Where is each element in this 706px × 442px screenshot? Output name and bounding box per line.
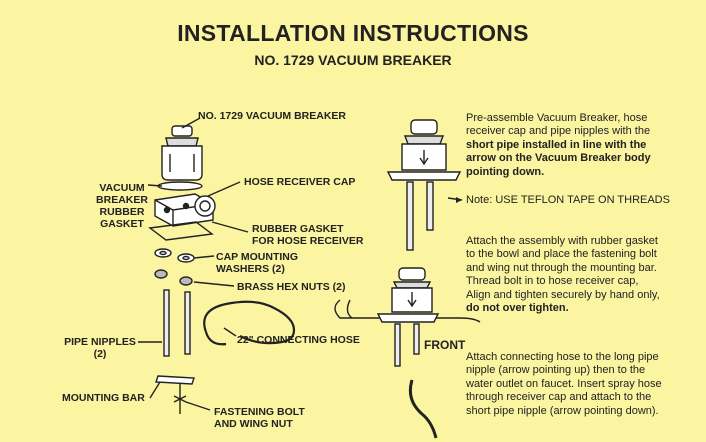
- step1-line-a: Pre-assemble Vacuum Breaker, hose: [466, 112, 648, 124]
- label-pipe-nipples-line1: PIPE NIPPLES: [64, 336, 136, 348]
- instruction-step-3: Attach connecting hose to the long pipe …: [466, 351, 702, 418]
- step2-line-c: and wing nut through the mounting bar.: [466, 261, 657, 274]
- label-rubber-gasket-hose-receiver: RUBBER GASKET FOR HOSE RECEIVER: [252, 223, 363, 247]
- step2-line-f: do not over tighten.: [466, 302, 569, 315]
- label-vb-gasket-line3: RUBBER: [99, 206, 145, 218]
- label-rubber-gasket-line2: FOR HOSE RECEIVER: [252, 235, 364, 247]
- label-brass-hex-nuts: BRASS HEX NUTS (2): [237, 281, 346, 293]
- label-fastening-line2: AND WING NUT: [214, 418, 293, 430]
- step2-line-b: to the bowl and place the fastening bolt: [466, 248, 657, 261]
- step1-line-e: pointing down.: [466, 165, 545, 178]
- label-front: FRONT: [424, 338, 466, 352]
- label-cap-mounting-washers: CAP MOUNTING WASHERS (2): [216, 251, 298, 275]
- page-title: INSTALLATION INSTRUCTIONS: [177, 20, 529, 46]
- vb-rubber-gasket: [157, 181, 203, 191]
- label-vb-gasket-line1: VACUUM: [99, 182, 145, 194]
- label-fastening-line1: FASTENING BOLT: [214, 406, 305, 418]
- instruction-step-2: Attach the assembly with rubber gasket t…: [466, 235, 702, 315]
- label-mounting-bar: MOUNTING BAR: [62, 392, 145, 404]
- label-rubber-gasket-line1: RUBBER GASKET: [252, 223, 344, 235]
- note-teflon-tape: Note: USE TEFLON TAPE ON THREADS: [466, 194, 670, 206]
- step3-line-b: nipple (arrow pointing up) then to the: [466, 364, 646, 377]
- label-cap-washers-line1: CAP MOUNTING: [216, 251, 299, 263]
- page-subtitle: NO. 1729 VACUUM BREAKER: [254, 52, 452, 68]
- step3-line-d: through receiver cap and attach to the: [466, 391, 652, 404]
- instruction-step-1: Pre-assemble Vacuum Breaker, hose receiv…: [466, 112, 702, 179]
- label-connecting-hose: 22" CONNECTING HOSE: [237, 334, 360, 346]
- label-cap-washers-line2: WASHERS (2): [216, 263, 285, 275]
- step3-line-c: water outlet on faucet. Insert spray hos…: [466, 377, 662, 390]
- label-fastening-bolt: FASTENING BOLT AND WING NUT: [214, 406, 305, 430]
- label-vb-gasket-line2: BREAKER: [96, 194, 148, 206]
- step1-line-c: short pipe installed in line with the: [466, 138, 647, 151]
- step2-line-d: Thread bolt in to hose receiver cap,: [466, 275, 639, 288]
- step3-line-a: Attach connecting hose to the long pipe: [466, 351, 659, 363]
- step1-line-b: receiver cap and pipe nipples with the: [466, 125, 651, 138]
- label-pipe-nipples-line2: (2): [93, 348, 107, 360]
- label-hose-receiver-cap: HOSE RECEIVER CAP: [244, 176, 356, 188]
- assembled-breaker-mounted: [334, 267, 481, 439]
- label-vacuum-breaker: NO. 1729 VACUUM BREAKER: [198, 110, 346, 122]
- label-vb-rubber-gasket: VACUUM BREAKER RUBBER GASKET: [96, 182, 148, 230]
- step2-line-a: Attach the assembly with rubber gasket: [466, 235, 658, 247]
- label-vb-gasket-line4: GASKET: [100, 218, 144, 230]
- hose-receiver-cap-part: [154, 193, 216, 227]
- step3-line-e: short pipe nipple (arrow pointing down).: [466, 404, 659, 417]
- vacuum-breaker-part: [161, 125, 203, 181]
- assembled-breaker-top: [386, 119, 463, 251]
- step2-line-e: Align and tighten securely by hand only,: [466, 288, 660, 301]
- step1-line-d: arrow on the Vacuum Breaker body: [466, 152, 651, 165]
- label-pipe-nipples: PIPE NIPPLES (2): [62, 336, 138, 360]
- rubber-gasket-hose-receiver: [148, 221, 214, 241]
